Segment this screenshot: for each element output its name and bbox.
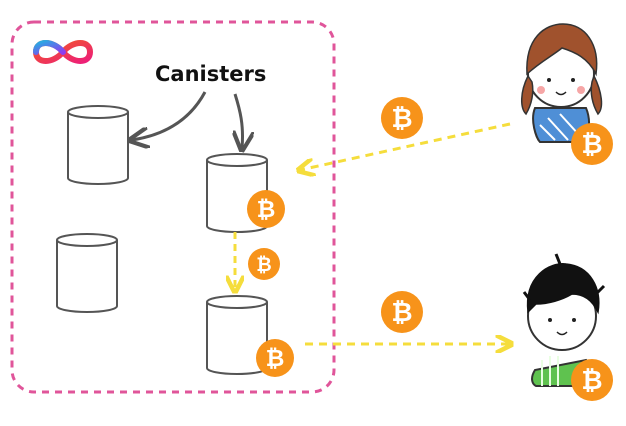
svg-text:₿: ₿ <box>581 130 602 160</box>
svg-text:₿: ₿ <box>391 298 412 328</box>
svg-text:₿: ₿ <box>391 104 412 134</box>
internet-computer-infinity-icon <box>32 40 94 64</box>
svg-text:₿: ₿ <box>581 366 602 396</box>
svg-text:₿: ₿ <box>257 197 276 223</box>
bitcoin-icon: ₿ <box>571 123 613 165</box>
bitcoin-icon: ₿ <box>247 190 285 228</box>
svg-text:₿: ₿ <box>266 346 285 372</box>
canister <box>56 233 118 313</box>
network-boundary <box>10 20 336 394</box>
bitcoin-icon: ₿ <box>381 291 423 333</box>
bitcoin-icon: ₿ <box>381 97 423 139</box>
bitcoin-icon: ₿ <box>571 359 613 401</box>
canister <box>206 295 268 375</box>
canisters-label: Canisters <box>155 62 267 86</box>
canister <box>67 105 129 185</box>
label-arrow <box>132 91 207 140</box>
flow-arrow-girl-to-canister <box>300 122 511 170</box>
label-arrow <box>235 93 243 148</box>
bitcoin-icon: ₿ <box>248 248 280 280</box>
svg-text:₿: ₿ <box>256 254 271 276</box>
bitcoin-icon: ₿ <box>256 339 294 377</box>
